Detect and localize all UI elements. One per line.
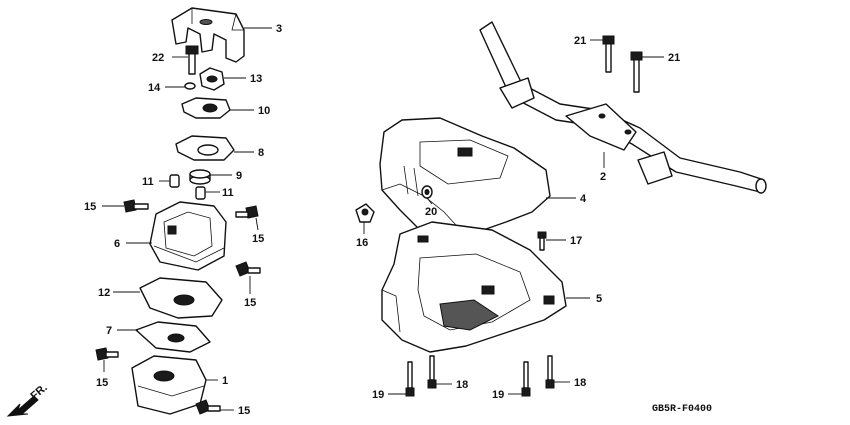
part-9-collar <box>189 169 211 185</box>
callout-13: 13 <box>250 73 262 85</box>
part-18-screw-b <box>545 355 555 389</box>
part-7-plate <box>135 321 211 353</box>
callout-18a: 18 <box>456 379 468 391</box>
callout-9: 9 <box>236 170 242 182</box>
part-21-bolt-a <box>602 35 615 73</box>
part-10-plate <box>181 97 231 119</box>
part-15-screw-c <box>235 261 261 277</box>
callout-14: 14 <box>148 82 161 94</box>
callout-labels: 3 22 13 14 10 8 9 11 11 15 15 6 15 12 7 … <box>84 23 680 417</box>
drawing-code: GB5R-F0400 <box>652 404 712 415</box>
callout-19b: 19 <box>492 389 504 401</box>
callout-4: 4 <box>580 193 587 205</box>
callout-5: 5 <box>596 293 602 305</box>
callout-2: 2 <box>600 171 606 183</box>
part-11-bushing-b <box>195 186 206 200</box>
callout-10: 10 <box>258 105 270 117</box>
part-1-lower-housing <box>131 355 207 415</box>
callout-15d: 15 <box>96 377 108 389</box>
part-20-grommet <box>421 185 433 199</box>
part-21-bolt-b <box>630 51 643 93</box>
part-2-handlebar <box>479 21 767 194</box>
callout-17: 17 <box>570 235 582 247</box>
callout-11a: 11 <box>142 176 154 188</box>
part-16-fitting <box>355 203 375 223</box>
callout-18b: 18 <box>574 377 586 389</box>
part-5-lower-cover <box>381 221 567 353</box>
part-15-screw-e <box>195 399 221 415</box>
callout-6: 6 <box>114 238 120 250</box>
part-19-screw-b <box>521 361 531 397</box>
callout-21a: 21 <box>574 35 586 47</box>
callout-1: 1 <box>222 375 228 387</box>
callout-21b: 21 <box>668 52 680 64</box>
callout-22: 22 <box>152 52 164 64</box>
part-12-cover <box>139 277 223 319</box>
part-17-screw <box>537 231 547 251</box>
callout-15a: 15 <box>84 201 96 213</box>
callout-20: 20 <box>425 206 437 218</box>
part-8-plate <box>175 135 235 161</box>
callout-15c: 15 <box>244 297 256 309</box>
part-6-housing <box>149 201 227 271</box>
part-15-screw-a <box>123 199 149 213</box>
leader-lines <box>102 27 664 411</box>
callout-12: 12 <box>98 287 110 299</box>
callout-11b: 11 <box>222 187 234 199</box>
callout-19a: 19 <box>372 389 384 401</box>
callout-8: 8 <box>258 147 264 159</box>
part-19-screw-a <box>405 361 415 397</box>
part-15-screw-d <box>95 347 119 361</box>
part-22-bolt <box>185 45 199 75</box>
part-15-screw-b <box>235 205 259 219</box>
part-14-washer <box>184 82 196 90</box>
direction-arrow: FR. <box>6 382 50 417</box>
part-18-screw-a <box>427 355 437 389</box>
callout-16: 16 <box>356 237 368 249</box>
part-4-upper-cover <box>379 117 551 243</box>
callout-7: 7 <box>106 325 112 337</box>
callout-15e: 15 <box>238 405 250 417</box>
part-3-bracket <box>171 7 245 63</box>
part-13-nut <box>199 67 225 91</box>
part-11-bushing-a <box>169 174 180 188</box>
callout-3: 3 <box>276 23 282 35</box>
callout-15b: 15 <box>252 233 264 245</box>
